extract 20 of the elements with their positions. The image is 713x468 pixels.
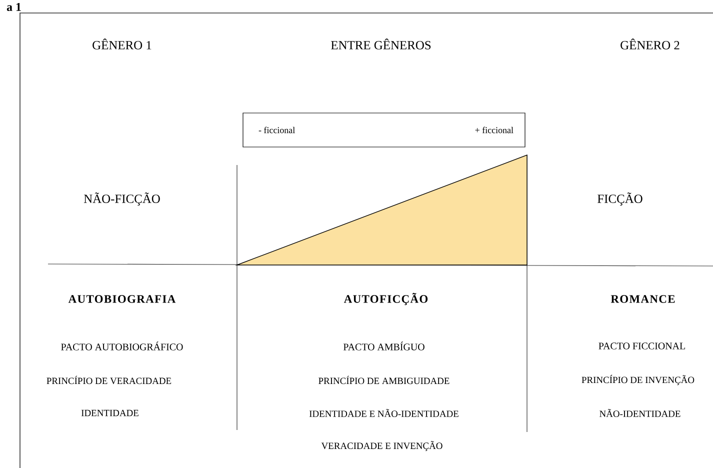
figure-number: a 1 (6, 3, 21, 11)
feature-text: PACTO FICCIONAL (598, 342, 685, 350)
column-heading: GÊNERO 2 (620, 38, 680, 50)
feature-text: IDENTIDADE E NÃO-IDENTIDADE (309, 409, 458, 417)
feature-text: IDENTIDADE (81, 410, 138, 416)
column-heading: NÃO-FICÇÃO (84, 192, 160, 206)
genre-title: ROMANCE (610, 295, 675, 303)
feature-text: NÃO-IDENTIDADE (600, 409, 680, 417)
column-heading: ENTRE GÊNEROS (331, 38, 431, 50)
scale-box: - ficcional + ficcional (242, 112, 526, 148)
feature-text: VERACIDADE E INVENÇÃO (321, 441, 442, 451)
feature-text: PACTO AMBÍGUO (343, 342, 424, 350)
genre-title: AUTOFICÇÃO (344, 292, 428, 306)
feature-text: PACTO AUTOBIOGRÁFICO (61, 342, 183, 350)
genre-title: AUTOBIOGRAFIA (68, 295, 176, 303)
feature-text: PRINCÍPIO DE INVENÇÃO (582, 374, 694, 386)
feature-text: PRINCÍPIO DE VERACIDADE (46, 376, 172, 384)
feature-text: PRINCÍPIO DE AMBIGUIDADE (318, 376, 450, 384)
column-heading: FICÇÃO (598, 192, 642, 206)
column-heading: GÊNERO 1 (92, 38, 152, 50)
